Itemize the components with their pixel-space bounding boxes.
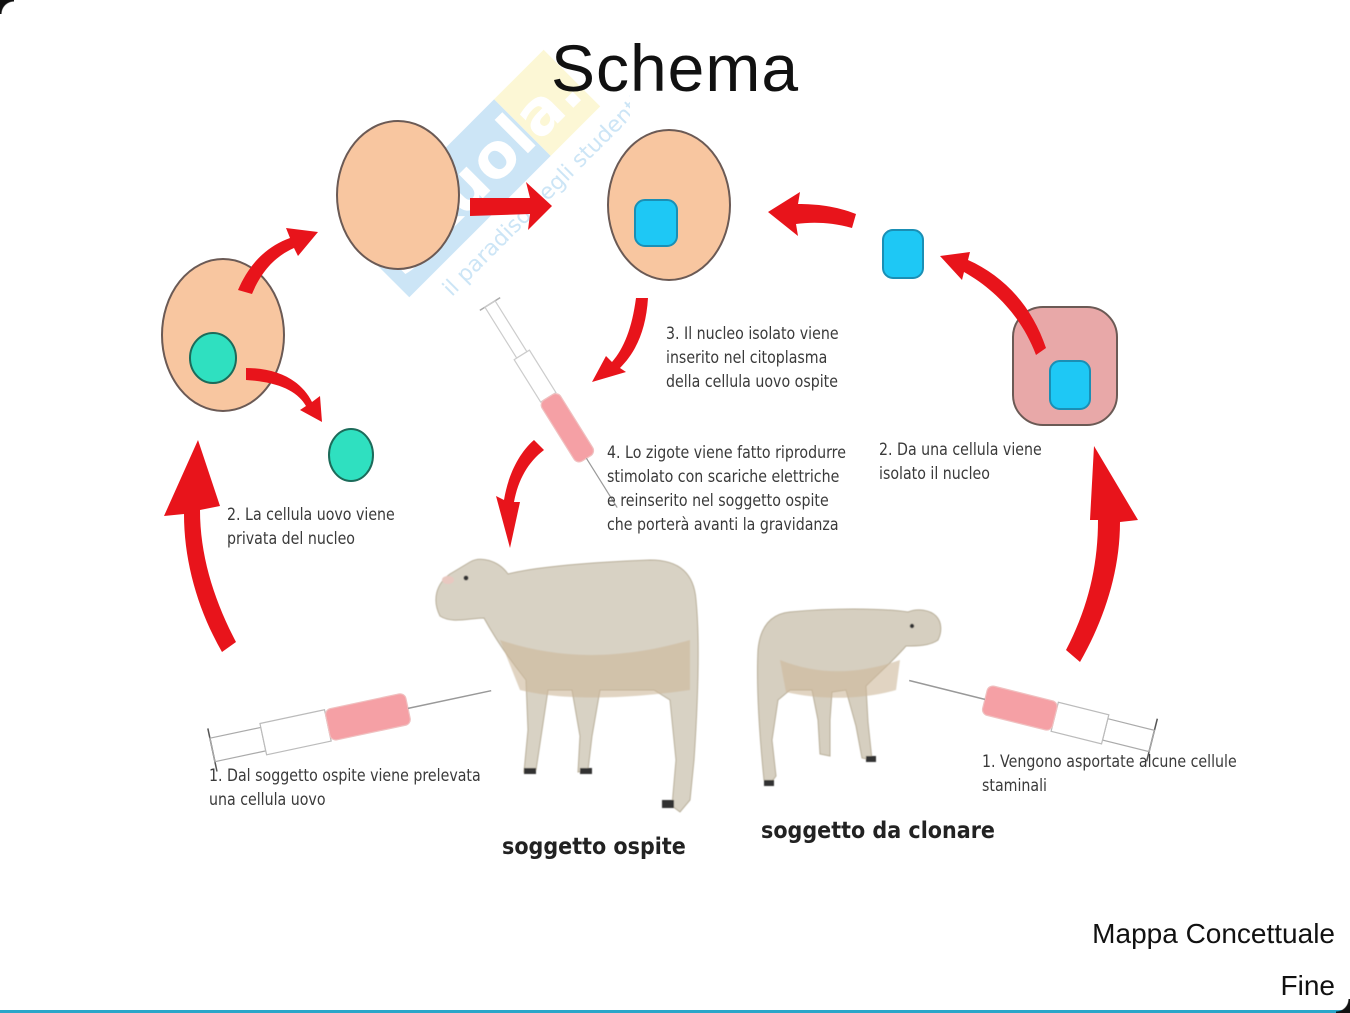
slide-corner xyxy=(0,0,14,14)
reconstructed-egg-cell xyxy=(607,129,731,281)
label-step4-zygote-reinserted: 4. Lo zigote viene fatto riprodurre stim… xyxy=(607,443,846,534)
arrow-icon xyxy=(246,368,322,422)
removed-nucleus xyxy=(328,428,374,482)
label-donor-step2-nucleus-isolated: 2. Da una cellula viene isolato il nucle… xyxy=(879,440,1042,483)
arrow-icon xyxy=(940,252,1046,355)
slide-title: Schema xyxy=(550,31,800,105)
process-arrows xyxy=(164,182,1138,662)
syringe-icon xyxy=(207,689,492,772)
label-step3-nucleus-inserted: 3. Il nucleo isolato viene inserito nel … xyxy=(666,324,839,391)
label-donor-step1-stem-cells: 1. Vengono asportate alcune cellule stam… xyxy=(982,752,1237,795)
arrow-icon xyxy=(1066,446,1138,662)
syringe-icon xyxy=(479,297,618,508)
label-host-subject: soggetto ospite xyxy=(502,834,686,860)
egg-nucleus xyxy=(189,332,237,384)
inserted-nucleus xyxy=(634,199,678,247)
arrow-icon xyxy=(768,192,856,236)
donor-cell xyxy=(1012,306,1118,426)
slide-corner xyxy=(1336,999,1350,1013)
host-sheep-image xyxy=(435,558,699,813)
enucleated-egg-cell xyxy=(336,120,460,270)
label-donor-subject: soggetto da clonare xyxy=(761,818,995,844)
concept-map-link[interactable]: Mappa Concettuale xyxy=(1092,918,1335,949)
arrow-icon xyxy=(470,182,552,230)
arrow-icon xyxy=(496,440,544,548)
arrow-icon xyxy=(164,440,236,652)
label-host-step1-egg-extracted: 1. Dal soggetto ospite viene prelevata u… xyxy=(209,766,481,809)
donor-sheep-image xyxy=(756,608,942,786)
host-egg-cell xyxy=(161,258,285,412)
donor-nucleus xyxy=(1049,360,1091,410)
label-host-step2-egg-enucleated: 2. La cellula uovo viene privata del nuc… xyxy=(227,505,395,548)
end-link[interactable]: Fine xyxy=(1280,970,1335,1001)
arrow-icon xyxy=(238,228,318,294)
syringe-icon xyxy=(909,679,1159,762)
footer-accent-line xyxy=(0,1010,1350,1013)
arrow-icon xyxy=(592,298,648,382)
isolated-donor-nucleus xyxy=(882,229,924,279)
